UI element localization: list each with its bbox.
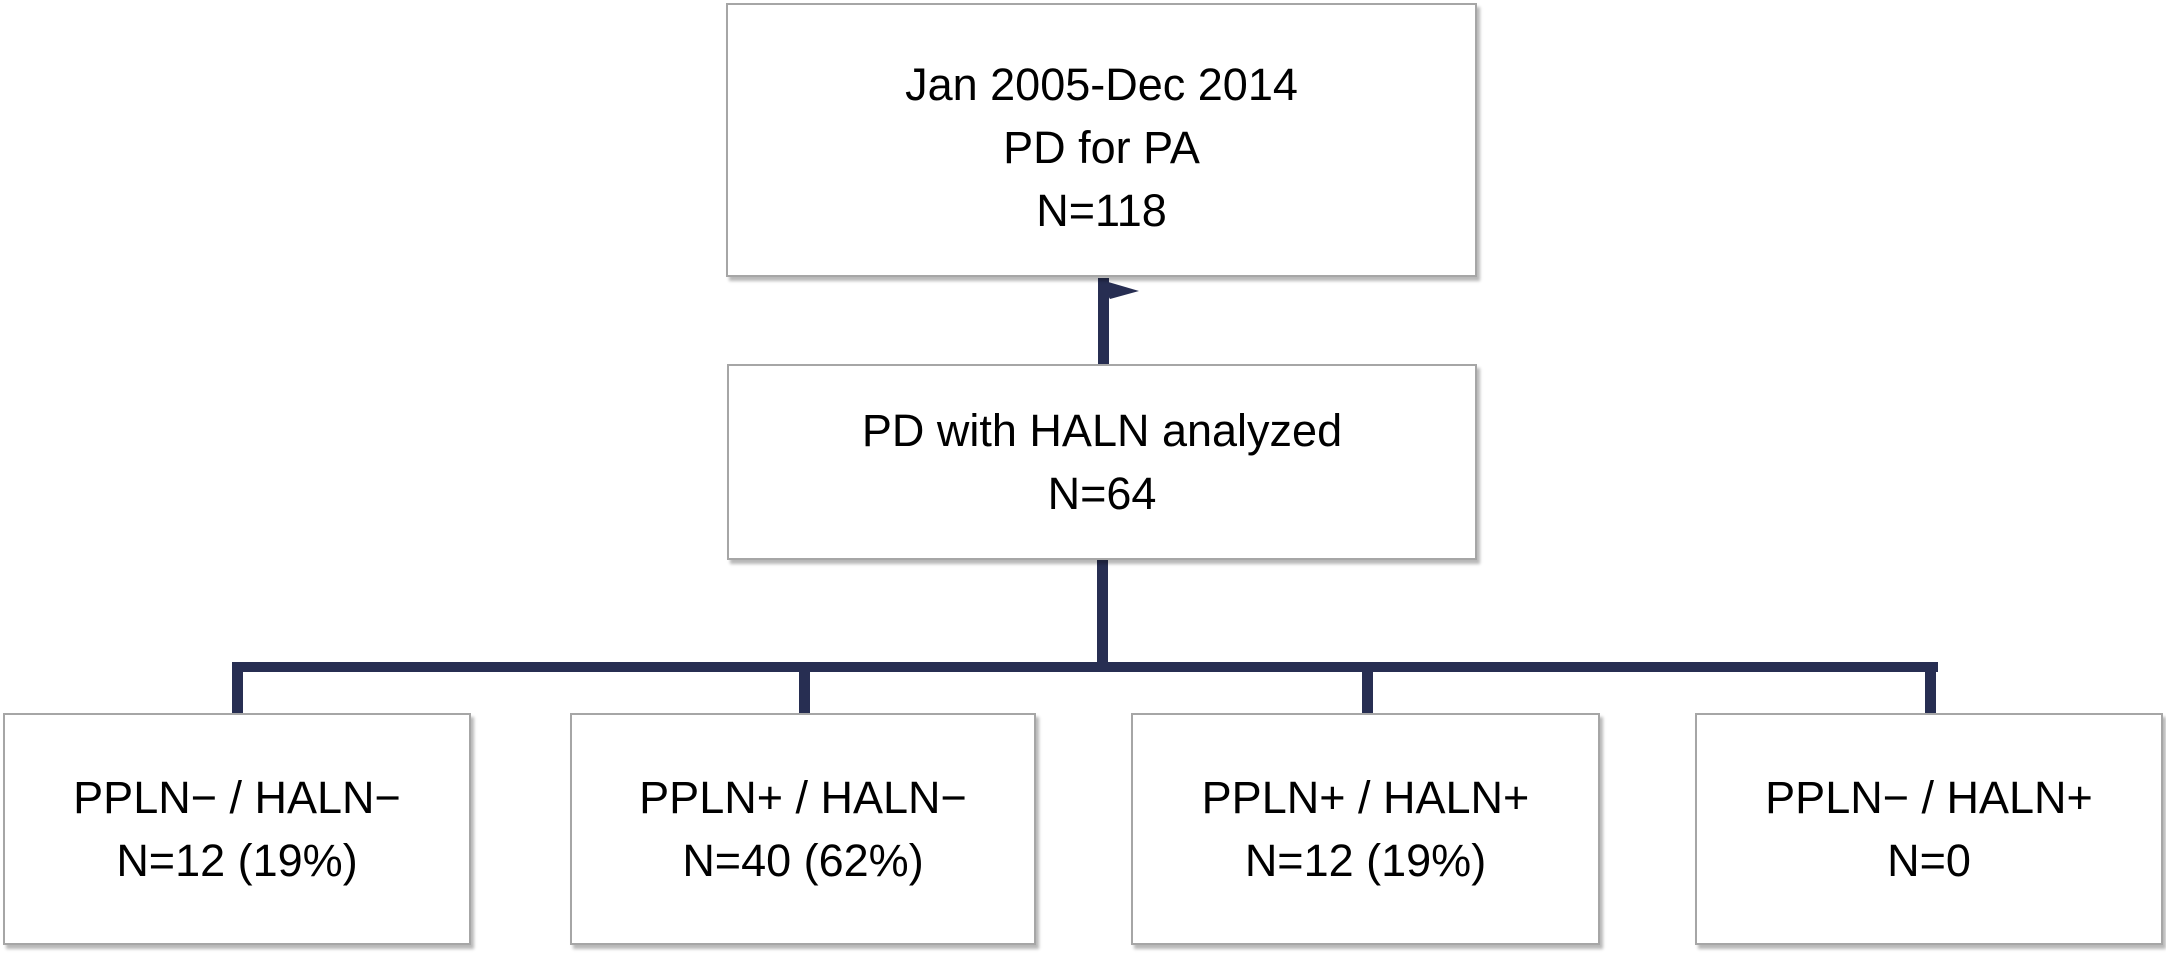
node-ppln-neg-haln-neg: PPLN− / HALN− N=12 (19%) xyxy=(3,713,471,945)
node-ppln-neg-haln-pos: PPLN− / HALN+ N=0 xyxy=(1695,713,2163,945)
stub-leaf-1 xyxy=(232,662,243,715)
node-ppln-pos-haln-pos: PPLN+ / HALN+ N=12 (19%) xyxy=(1131,713,1600,945)
node-text-line: PD with HALN analyzed xyxy=(861,405,1343,456)
node-text-line: N=64 xyxy=(1047,468,1157,519)
node-text-line: N=118 xyxy=(1036,184,1167,236)
node-cohort-root: Jan 2005-Dec 2014 PD for PA N=118 xyxy=(726,3,1477,277)
up-arrow-head-icon xyxy=(1098,279,1139,299)
node-text-line: N=40 (62%) xyxy=(682,835,924,886)
mid-drop-line xyxy=(1097,558,1108,666)
node-text-line: N=12 (19%) xyxy=(116,835,358,886)
node-text-line: Jan 2005-Dec 2014 xyxy=(905,58,1298,110)
node-haln-analyzed: PD with HALN analyzed N=64 xyxy=(727,364,1477,560)
stub-leaf-4 xyxy=(1925,662,1936,715)
stub-leaf-3 xyxy=(1362,662,1373,715)
up-arrow-shaft xyxy=(1098,278,1109,366)
node-ppln-pos-haln-neg: PPLN+ / HALN− N=40 (62%) xyxy=(570,713,1036,945)
node-text-line: PPLN− / HALN+ xyxy=(1765,772,2093,823)
stub-leaf-2 xyxy=(799,662,810,715)
node-text-line: PD for PA xyxy=(1003,121,1200,173)
node-text-line: PPLN+ / HALN− xyxy=(639,772,967,823)
node-text-line: N=0 xyxy=(1887,835,1971,886)
node-text-line: N=12 (19%) xyxy=(1244,835,1487,886)
node-text-line: PPLN− / HALN− xyxy=(73,772,401,823)
node-text-line: PPLN+ / HALN+ xyxy=(1201,772,1530,823)
tree-horizontal-line xyxy=(232,662,1938,672)
